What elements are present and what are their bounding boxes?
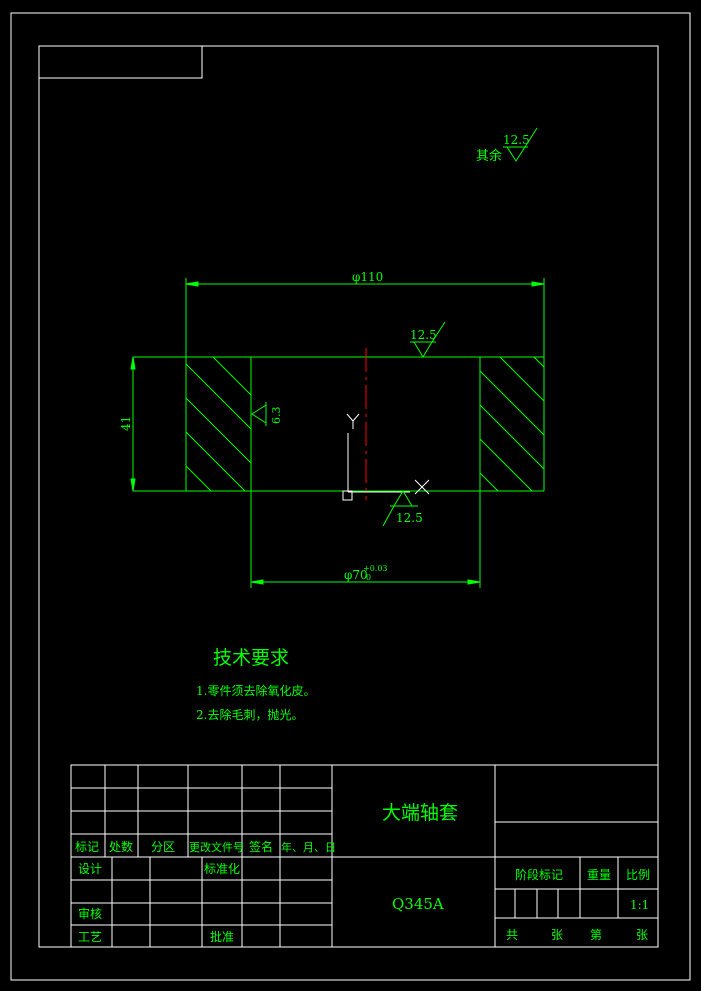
hatch-line <box>185 397 252 464</box>
dimension-height <box>130 356 136 492</box>
hatch-line <box>479 472 499 492</box>
label-design: 设计 <box>78 862 102 876</box>
hatch-left <box>185 356 252 492</box>
roughness-top <box>410 321 446 358</box>
rev-header-sign: 签名 <box>249 839 273 854</box>
roughness-top-value: 12.5 <box>410 328 437 342</box>
dimension-inner-diameter <box>250 491 481 588</box>
label-total: 共 <box>506 928 518 942</box>
roughness-other-label: 其余 <box>476 148 502 164</box>
roughness-other: 其余 12.5 <box>476 127 538 164</box>
label-process: 工艺 <box>78 930 102 944</box>
roughness-inner <box>251 402 267 426</box>
roughness-inner-value: 6.3 <box>270 407 283 425</box>
roughness-other-symbol <box>506 127 538 162</box>
label-standardize: 标准化 <box>204 862 240 876</box>
roughness-bottom-symbol <box>393 490 413 507</box>
hatch-line <box>479 404 545 470</box>
label-sheet: 张 <box>551 928 563 942</box>
rev-header-zone: 分区 <box>151 840 175 854</box>
arrow-left-outer <box>185 281 199 287</box>
arrow-left-inner <box>250 579 264 585</box>
ucs-x-glyph-b <box>414 479 430 495</box>
height-label: 41 <box>119 416 133 431</box>
hatch-line <box>185 431 246 492</box>
part-name: 大端轴套 <box>382 802 458 824</box>
scale-value: 1:1 <box>630 898 649 912</box>
arrow-right-inner <box>467 579 481 585</box>
roughness-other-value: 12.5 <box>503 133 530 147</box>
label-sheet-2: 张 <box>636 928 648 942</box>
roughness-top-symbol <box>413 321 446 358</box>
hatch-line <box>185 363 252 430</box>
rev-header-mark: 标记 <box>75 840 99 854</box>
rev-header-date: 年、月、日 <box>281 840 336 854</box>
ucs-origin-box <box>342 490 353 501</box>
outer-diameter-label: φ110 <box>352 270 383 284</box>
tech-requirements-title: 技术要求 <box>213 647 289 669</box>
ucs-y-glyph-b <box>352 413 360 422</box>
label-scale: 比例 <box>626 868 650 882</box>
rev-header-count: 处数 <box>109 839 133 854</box>
material: Q345A <box>392 895 444 913</box>
title-block <box>70 764 659 948</box>
hatch-line <box>479 438 533 492</box>
hatch-line <box>479 370 545 436</box>
inner-border <box>38 45 659 948</box>
hatch-right <box>479 356 545 492</box>
hatch-line <box>185 465 212 492</box>
label-stage-mark: 阶段标记 <box>515 867 563 882</box>
arrow-right-outer <box>531 281 545 287</box>
roughness-bottom <box>382 490 418 527</box>
tech-requirement-2: 2.去除毛刺，抛光。 <box>196 707 303 722</box>
roughness-bottom-value: 12.5 <box>396 511 423 525</box>
label-review: 审核 <box>78 906 102 921</box>
inner-tolerance-lower: 0 <box>366 573 371 582</box>
label-approve: 批准 <box>210 929 234 944</box>
outer-border <box>10 12 691 981</box>
hatch-line <box>212 356 252 396</box>
roughness-inner-symbol <box>251 404 267 424</box>
ucs-icon <box>342 413 430 501</box>
tech-requirement-1: 1.零件须去除氧化皮。 <box>196 683 315 698</box>
arrow-top-height <box>130 356 136 370</box>
drawing-frame <box>10 12 691 981</box>
part-section <box>133 356 545 492</box>
label-number: 第 <box>590 928 602 942</box>
title-block-text: 标记 处数 分区 更改文件号 签名 年、月、日 设计 标准化 审核 工艺 批准 … <box>75 802 650 944</box>
hatch-line <box>499 356 545 402</box>
arrow-bottom-height <box>130 478 136 492</box>
rev-header-doc: 更改文件号 <box>189 840 244 854</box>
label-weight: 重量 <box>587 868 611 882</box>
roughness-bottom-leader <box>382 505 395 527</box>
dimension-outer-diameter <box>185 278 545 357</box>
title-block-border <box>70 764 659 948</box>
hatch-line <box>533 356 545 368</box>
inner-diameter-label: φ70 <box>344 568 368 582</box>
inner-tolerance-upper: +0.03 <box>363 564 388 573</box>
corner-code-box <box>38 45 203 79</box>
ucs-y-glyph-a <box>346 413 354 422</box>
